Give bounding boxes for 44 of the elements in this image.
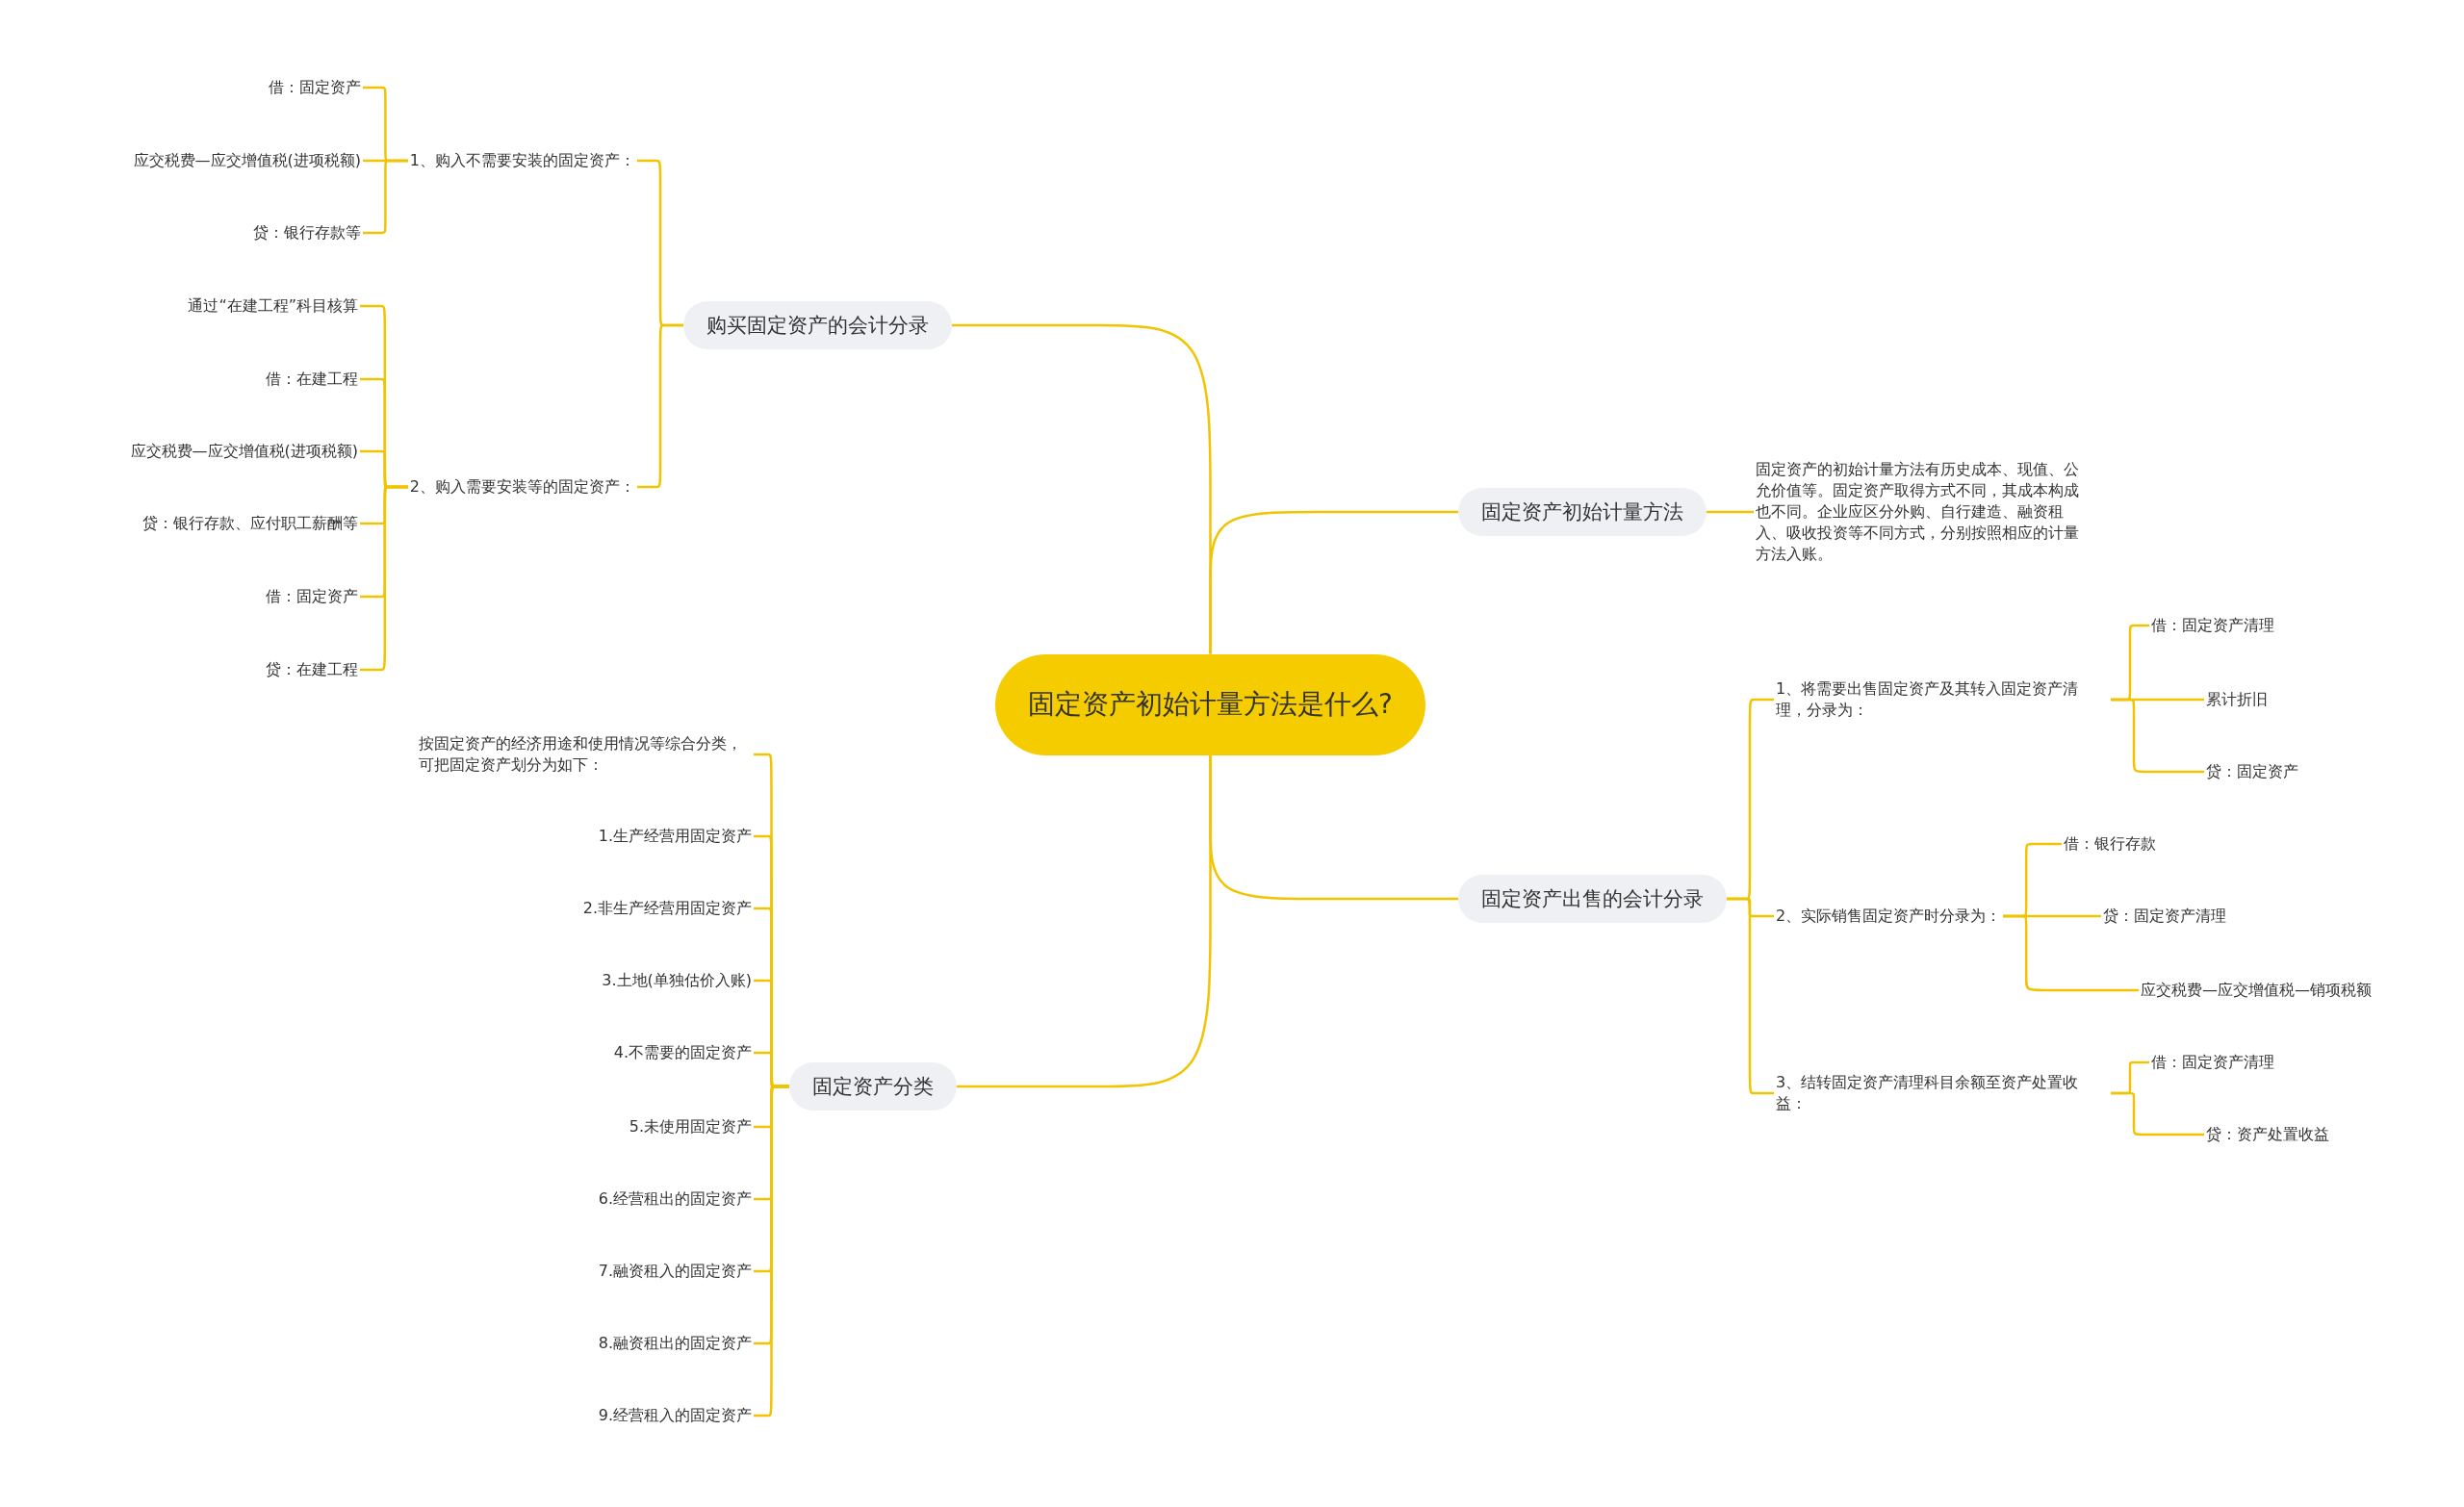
subtopic-text: 贷：资产处置收益 — [2204, 1124, 2331, 1145]
connector-line — [2111, 698, 2204, 774]
subtopic-text: 应交税费—应交增值税(进项税额) — [131, 150, 363, 171]
subtopic-text: 9.经营租入的固定资产 — [596, 1405, 754, 1426]
subtopic-text: 1、将需要出售固定资产及其转入固定资产清理，分录为： — [1774, 678, 2111, 721]
subtopic-text: 2、实际销售固定资产时分录为： — [1774, 906, 2004, 927]
subtopic-text: 贷：银行存款等 — [251, 222, 363, 243]
topic-pill: 固定资产分类 — [789, 1062, 957, 1111]
topic-pill: 固定资产初始计量方法 — [1458, 488, 1707, 536]
subtopic-text: 借：固定资产 — [267, 77, 363, 98]
subtopic-text: 1.生产经营用固定资产 — [596, 826, 754, 847]
subtopic-text: 贷：银行存款、应付职工薪酬等 — [141, 513, 360, 534]
connector-line — [1707, 510, 1754, 514]
subtopic-text: 固定资产的初始计量方法有历史成本、现值、公允价值等。固定资产取得方式不同，其成本构成也不同。企业应区分外购、自行建造、融资租入、吸收投资等不同方式，分别按照相应的计量方法入账。 — [1754, 459, 2092, 565]
subtopic-text: 2.非生产经营用固定资产 — [580, 898, 754, 919]
subtopic-text: 6.经营租出的固定资产 — [596, 1188, 754, 1210]
subtopic-text: 3.土地(单独估价入账) — [600, 970, 754, 991]
subtopic-text: 8.融资租出的固定资产 — [596, 1333, 754, 1354]
subtopic-text: 1、购入不需要安装的固定资产： — [407, 150, 637, 171]
subtopic-text: 5.未使用固定资产 — [627, 1116, 754, 1137]
subtopic-text: 贷：固定资产 — [2204, 761, 2300, 782]
central-topic: 固定资产初始计量方法是什么? — [995, 653, 1425, 755]
connector-line — [2111, 1091, 2204, 1137]
subtopic-text: 贷：在建工程 — [264, 659, 360, 680]
subtopic-text: 借：固定资产清理 — [2149, 1052, 2276, 1073]
topic-pill: 购买固定资产的会计分录 — [683, 301, 952, 349]
subtopic-text: 应交税费—应交增值税(进项税额) — [128, 441, 360, 462]
subtopic-text: 2、购入需要安装等的固定资产： — [407, 476, 637, 498]
subtopic-text: 通过“在建工程”科目核算 — [186, 295, 360, 317]
subtopic-text: 应交税费—应交增值税—销项税额 — [2139, 980, 2374, 1001]
subtopic-text: 借：在建工程 — [264, 369, 360, 390]
topic-pill: 固定资产出售的会计分录 — [1458, 875, 1727, 923]
subtopic-text: 4.不需要的固定资产 — [611, 1042, 754, 1063]
subtopic-text: 借：固定资产 — [264, 586, 360, 607]
subtopic-text: 贷：固定资产清理 — [2101, 906, 2228, 927]
subtopic-text: 3、结转固定资产清理科目余额至资产处置收益： — [1774, 1072, 2111, 1114]
subtopic-text: 按固定资产的经济用途和使用情况等综合分类，可把固定资产划分为如下： — [417, 733, 754, 776]
subtopic-text: 借：固定资产清理 — [2149, 615, 2276, 636]
subtopic-text: 累计折旧 — [2204, 689, 2270, 710]
connector-line — [1209, 510, 1458, 654]
subtopic-text: 7.融资租入的固定资产 — [596, 1261, 754, 1282]
connector-line — [1209, 754, 1458, 901]
connector-line — [2003, 914, 2139, 992]
subtopic-text: 借：银行存款 — [2062, 833, 2158, 855]
